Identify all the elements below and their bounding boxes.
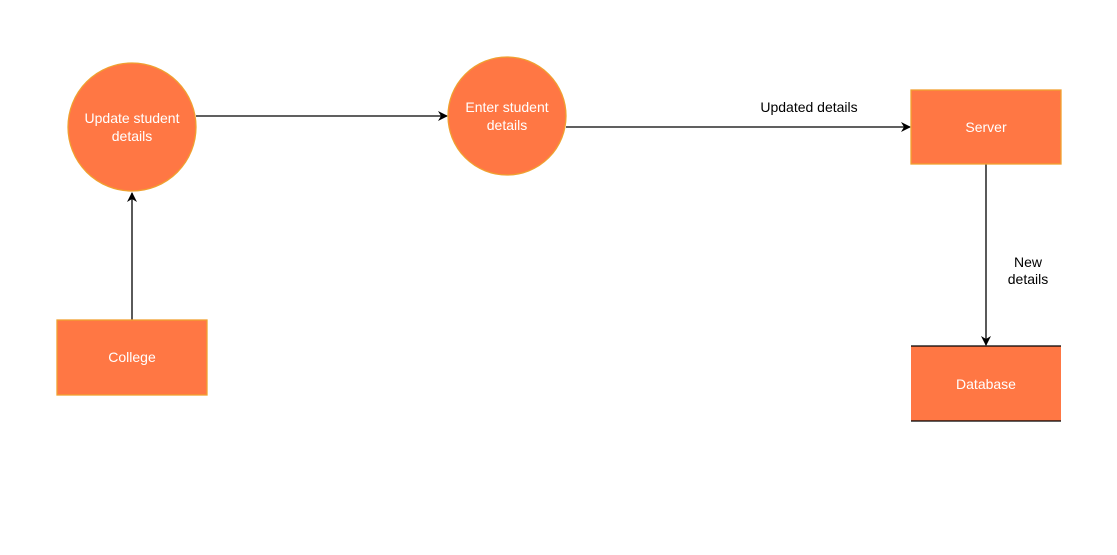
entity-label: College [108, 349, 156, 365]
process-circle [447, 56, 567, 176]
entity-box [910, 89, 1062, 165]
datastore-label: Database [956, 376, 1016, 392]
entity-server[interactable]: Server [910, 89, 1062, 165]
datastore-database[interactable]: Database [911, 345, 1061, 422]
edge-label-new-details-line1: New [1014, 254, 1043, 270]
edge-label-updated-details: Updated details [760, 99, 857, 115]
process-update-student-details[interactable]: Update student details [67, 62, 197, 192]
entity-box [56, 319, 208, 396]
process-label-line1: Update student [85, 110, 180, 126]
process-label-line2: details [487, 117, 527, 133]
datastore-box [911, 346, 1061, 421]
entity-college[interactable]: College [56, 319, 208, 396]
edge-label-new-details-line2: details [1008, 271, 1048, 287]
process-label-line1: Enter student [465, 99, 548, 115]
process-enter-student-details[interactable]: Enter student details [447, 56, 567, 176]
process-circle [67, 62, 197, 192]
process-label-line2: details [112, 128, 152, 144]
entity-label: Server [965, 119, 1007, 135]
